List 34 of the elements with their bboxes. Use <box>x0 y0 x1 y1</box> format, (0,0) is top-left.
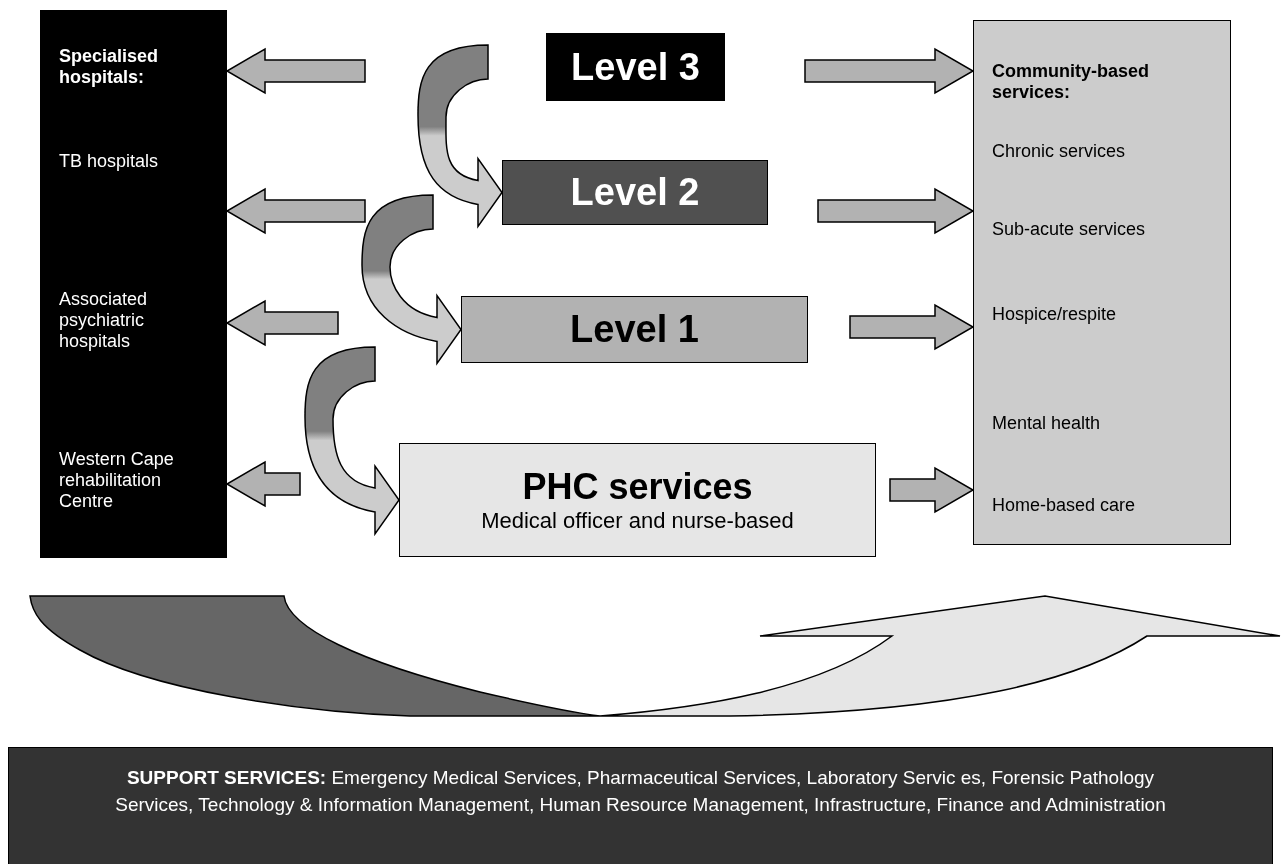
list-item: Home-based care <box>992 495 1137 516</box>
list-item: Chronic services <box>992 141 1127 162</box>
hospital-list-panel <box>40 10 227 558</box>
curved-arrow <box>304 346 400 535</box>
panel-heading: Specialised hospitals: <box>59 46 160 88</box>
block-arrow <box>849 303 975 351</box>
level-title: Level 1 <box>570 308 699 351</box>
block-arrow <box>225 47 366 95</box>
service-list-panel <box>973 20 1231 545</box>
list-item: Western Cape rehabilitation Centre <box>59 449 175 512</box>
level-title: Level 3 <box>571 45 700 89</box>
block-arrow <box>817 187 975 235</box>
box-title: PHC services <box>522 466 753 508</box>
block-arrow <box>225 299 339 347</box>
level-title: Level 2 <box>570 171 700 214</box>
list-item: Hospice/respite <box>992 304 1118 325</box>
list-item: Associated psychiatric hospitals <box>59 289 149 352</box>
list-item: Sub-acute services <box>992 219 1147 240</box>
block-arrow <box>225 187 366 235</box>
level-box <box>502 160 768 225</box>
block-arrow <box>225 460 301 508</box>
panel-heading: Community-based services: <box>992 61 1151 103</box>
level-box <box>461 296 808 363</box>
box-subtitle: Medical officer and nurse-based <box>481 508 794 534</box>
block-arrow <box>804 47 975 95</box>
list-item: TB hospitals <box>59 151 160 172</box>
block-arrow <box>889 466 975 514</box>
support-services-banner <box>8 747 1273 864</box>
curved-arrow <box>417 44 503 228</box>
list-item: Mental health <box>992 413 1102 434</box>
banner-text: SUPPORT SERVICES: Emergency Medical Services, Pharmaceutical Services, Laboratory Servic es, Forensic Pathology Services, Technology & Information Management, Human Resource Management, Infrastructure, Finance and Administration <box>114 766 1167 817</box>
service-box <box>399 443 876 557</box>
curved-arrow <box>361 194 462 365</box>
level-box <box>546 33 725 101</box>
